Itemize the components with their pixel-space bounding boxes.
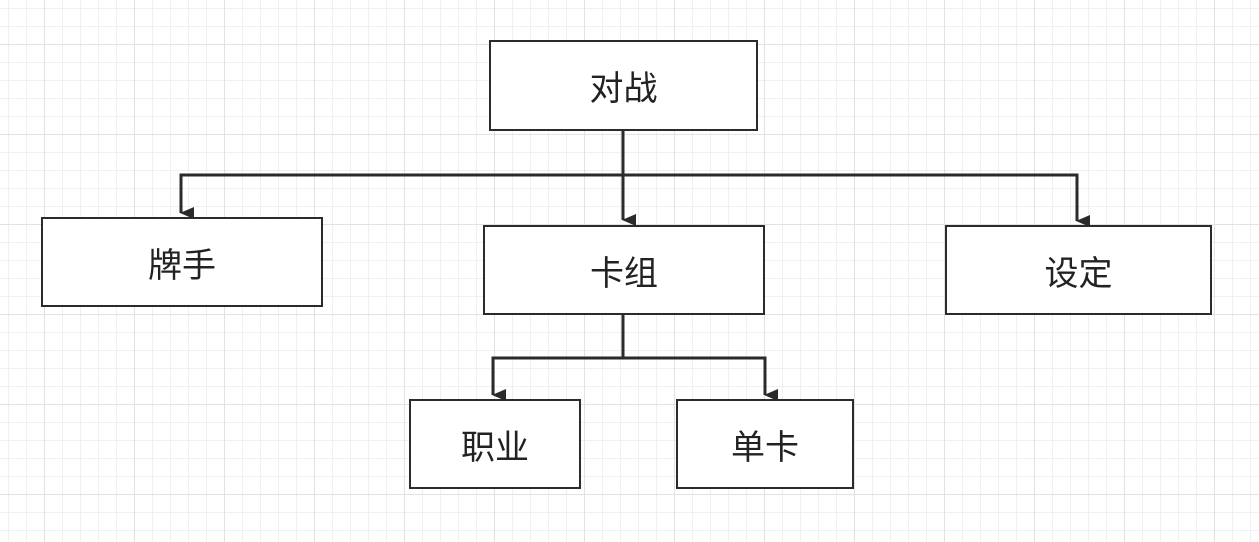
- node-hand-label: 牌手: [148, 245, 216, 286]
- node-class[interactable]: 职业: [409, 399, 581, 489]
- node-single-card-label: 单卡: [731, 427, 799, 468]
- connector-deck-to-single-card: [623, 356, 778, 401]
- node-class-label: 职业: [461, 427, 529, 468]
- connector-root-to-settings: [623, 173, 1090, 227]
- node-settings-label: 设定: [1044, 253, 1113, 294]
- node-hand[interactable]: 牌手: [41, 217, 323, 307]
- connector-deck-to-class: [491, 314, 625, 401]
- node-root-label: 对战: [589, 69, 658, 109]
- node-single-card[interactable]: 单卡: [676, 399, 854, 489]
- node-deck[interactable]: 卡组: [483, 225, 765, 315]
- node-root[interactable]: 对战: [489, 40, 758, 131]
- node-settings[interactable]: 设定: [945, 225, 1212, 315]
- node-deck-label: 卡组: [590, 253, 658, 294]
- connector-root-to-hand: [179, 173, 623, 219]
